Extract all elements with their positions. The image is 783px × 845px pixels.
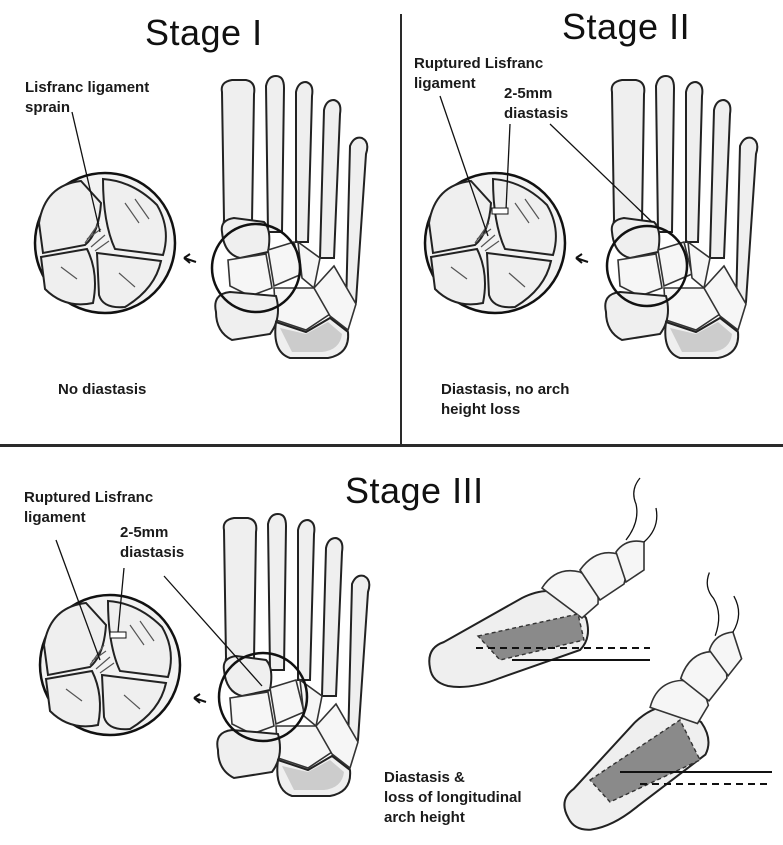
stage1-ligament-label-line1: Lisfranc ligament	[25, 78, 149, 98]
stage2-gap-label-line2: diastasis	[504, 104, 568, 124]
stage2-title: Stage II	[562, 6, 690, 48]
stage2-result-label-line2: height loss	[441, 400, 569, 420]
stage1-result-label: No diastasis	[58, 380, 146, 400]
stage3-magnified-view	[40, 595, 180, 735]
stage2-arrow	[576, 254, 588, 263]
stage3-arrow	[194, 694, 206, 703]
stage3-gap-label: 2-5mm diastasis	[120, 523, 184, 563]
stage1-forefoot	[215, 76, 367, 358]
stage3-ruptured-label: Ruptured Lisfranc ligament	[24, 488, 153, 528]
stage3-result-label-line2: loss of longitudinal	[384, 788, 522, 808]
stage2-result-label: Diastasis, no arch height loss	[441, 380, 569, 420]
stage1-ligament-label-line2: sprain	[25, 98, 149, 118]
stage3-result-label: Diastasis & loss of longitudinal arch he…	[384, 768, 522, 828]
stage1-ligament-label: Lisfranc ligament sprain	[25, 78, 149, 118]
stage1-title: Stage I	[145, 12, 263, 54]
stage1-arrow	[184, 254, 196, 263]
stage2-ruptured-label-line1: Ruptured Lisfranc	[414, 54, 543, 74]
stage3-title: Stage III	[345, 470, 484, 512]
stage2-result-label-line1: Diastasis, no arch	[441, 380, 569, 400]
stage3-ruptured-label-line1: Ruptured Lisfranc	[24, 488, 153, 508]
stage3-result-label-line3: arch height	[384, 808, 522, 828]
stage3-forefoot	[217, 514, 369, 796]
stage3-gap-label-line2: diastasis	[120, 543, 184, 563]
stage2-gap-label: 2-5mm diastasis	[504, 84, 568, 124]
stage2-gap-label-line1: 2-5mm	[504, 84, 568, 104]
stage1-magnified-view	[35, 173, 175, 313]
stage2-forefoot	[605, 76, 757, 358]
stage3-result-label-line1: Diastasis &	[384, 768, 522, 788]
stage3-gap-label-line1: 2-5mm	[120, 523, 184, 543]
stage2-magnified-view	[425, 173, 565, 313]
